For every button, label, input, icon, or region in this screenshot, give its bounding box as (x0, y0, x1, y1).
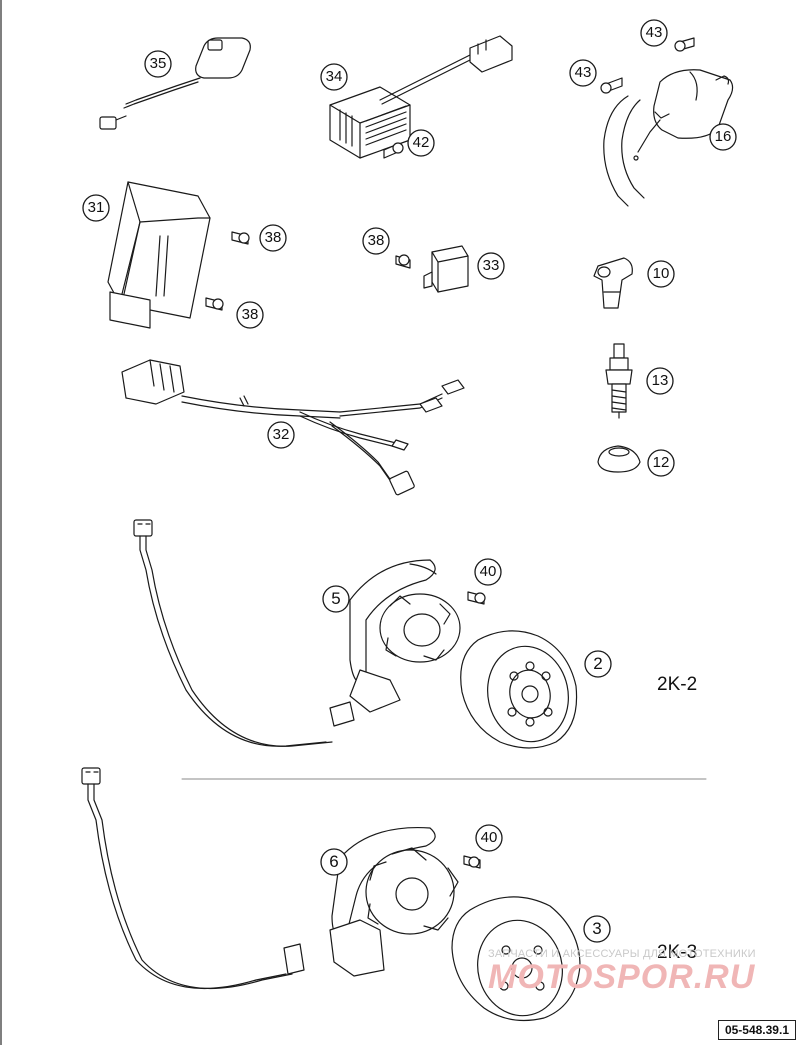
callout-16: 16 (714, 128, 732, 145)
part-34-regulator (329, 35, 513, 159)
part-43-screw-lower (600, 77, 623, 94)
part-35-capacitor (99, 37, 251, 130)
part-3-rotor (451, 896, 581, 1022)
callout-43-upper: 43 (645, 24, 663, 41)
watermark-tagline: ЗАПЧАСТИ И АКСЕССУАРЫ ДЛЯ МОТОТЕХНИКИ (488, 948, 756, 960)
callout-40-lower: 40 (480, 829, 498, 846)
part-6-stator (329, 826, 459, 977)
part-33-bracket (423, 245, 469, 293)
part-31-cdi-unit (107, 181, 211, 329)
callout-38-a: 38 (264, 229, 282, 246)
part-16-ignition-coil (603, 69, 734, 207)
part-42-screw (383, 142, 404, 159)
callout-2: 2 (593, 654, 603, 673)
part-38-screw-a (231, 231, 250, 245)
callout-12: 12 (652, 454, 670, 471)
part-10-spark-plug-cap (593, 257, 633, 309)
document-number: 05-548.39.1 (717, 1020, 796, 1040)
callout-34: 34 (325, 68, 343, 85)
section-label-2k-3: 2K-3 (657, 942, 698, 963)
callout-10: 10 (652, 265, 670, 282)
part-32-wiring-harness (121, 359, 465, 496)
watermark-brand: MOTOSPOR.RU (488, 958, 756, 996)
callout-3: 3 (592, 919, 602, 938)
callout-38-b: 38 (241, 306, 259, 323)
upper-stator-cable (133, 519, 355, 747)
part-2-rotor (460, 630, 578, 749)
callout-13: 13 (651, 372, 669, 389)
callout-6: 6 (329, 852, 339, 871)
part-40-screw-upper (467, 591, 486, 605)
part-5-stator (349, 559, 461, 713)
callout-32: 32 (272, 426, 290, 443)
callout-42: 42 (412, 134, 430, 151)
section-label-2k-2: 2K-2 (657, 674, 698, 695)
callout-31: 31 (87, 199, 105, 216)
part-40-screw-lower (463, 855, 481, 869)
callout-38-c: 38 (367, 232, 385, 249)
callout-35: 35 (149, 55, 167, 72)
part-12-rubber-cap (597, 445, 641, 473)
part-43-screw-upper (674, 37, 695, 52)
callout-circles (82, 19, 737, 943)
part-38-screw-b (205, 297, 224, 311)
callout-5: 5 (331, 589, 341, 608)
part-13-spark-plug (605, 343, 633, 419)
part-38-screw-c (395, 254, 411, 269)
lower-stator-cable (81, 767, 305, 990)
callout-43-lower: 43 (574, 64, 592, 81)
callout-33: 33 (482, 257, 500, 274)
callout-40-upper: 40 (479, 563, 497, 580)
